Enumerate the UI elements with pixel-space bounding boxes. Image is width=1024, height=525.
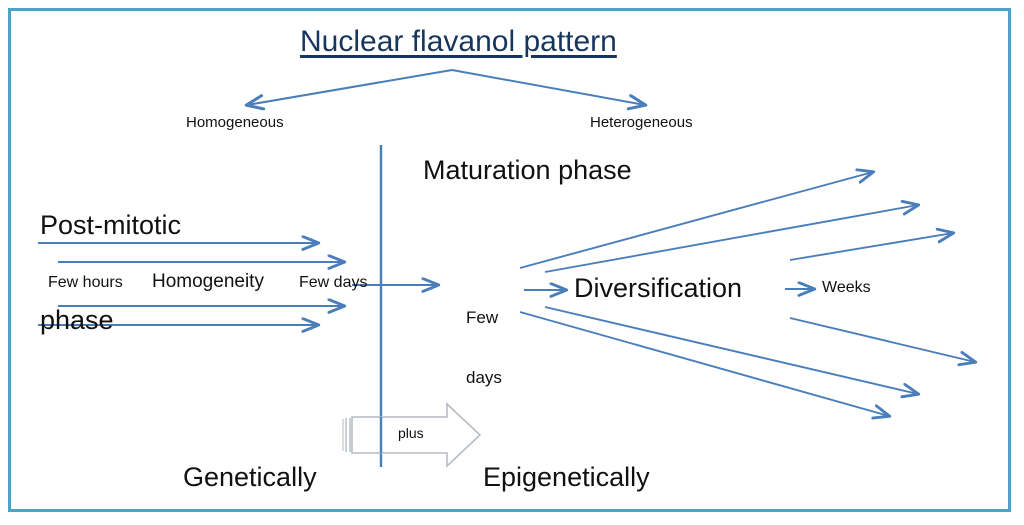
timeline-label-few-days-center-line1: Few xyxy=(466,308,499,328)
timeline-label-few-days-center-line2: days xyxy=(466,368,502,388)
phase-label-post-mitotic-line1: Post-mitotic xyxy=(40,209,182,240)
phase-label-post-mitotic-line2: phase xyxy=(40,305,114,336)
timeline-label-few-hours: Few hours xyxy=(48,274,123,291)
timeline-label-few-days-center: Few days xyxy=(466,268,502,428)
phase-label-maturation: Maturation phase xyxy=(423,155,632,185)
bottom-label-epigenetically-influenced: Epigenetically Influenced xyxy=(483,398,650,525)
bottom-label-genetically-determined: Genetically determined xyxy=(183,398,318,525)
page-title: Nuclear flavanol pattern xyxy=(300,25,617,58)
bottom-label-epigenetically-influenced-line1: Epigenetically xyxy=(483,461,650,492)
timeline-label-few-days-left: Few days xyxy=(299,274,368,291)
block-arrow-label-plus: plus xyxy=(398,425,424,441)
timeline-label-homogeneity: Homogeneity xyxy=(152,271,264,292)
timeline-label-diversification: Diversification xyxy=(574,273,743,303)
branch-label-homogeneous: Homogeneous xyxy=(186,114,284,131)
timeline-label-weeks: Weeks xyxy=(822,279,871,296)
phase-label-post-mitotic: Post-mitotic phase xyxy=(40,146,181,401)
bottom-label-genetically-determined-line1: Genetically xyxy=(183,461,317,492)
branch-label-heterogeneous: Heterogeneous xyxy=(590,114,693,131)
